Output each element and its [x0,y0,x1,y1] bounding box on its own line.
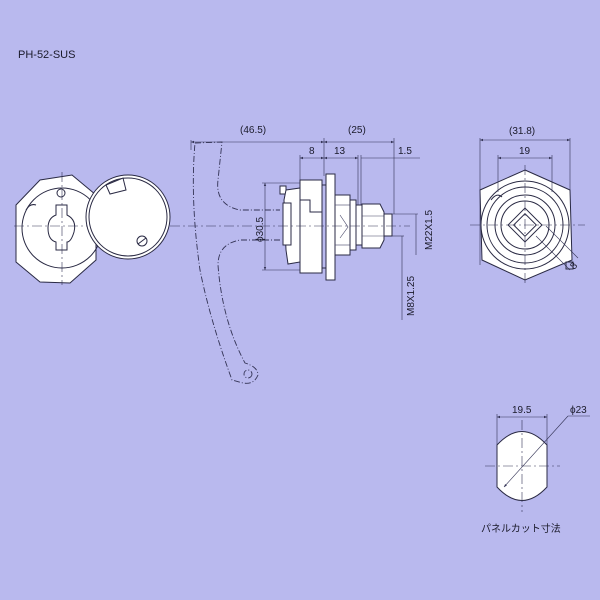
flange [325,173,336,281]
washer [349,199,357,251]
dim-overall: (46.5) [240,125,266,136]
panel-cut-label: パネルカット寸法 [481,522,561,535]
panel-nut [334,194,351,256]
lock-washer [355,204,363,246]
handle-top [194,141,280,211]
dim-13: 13 [334,146,346,157]
panel-cut-view: 19.5 ϕ23 パネルカット寸法 [481,405,590,535]
handle-body [192,142,280,384]
front-view [14,172,171,285]
dim-square: 8 [568,260,580,272]
side-view: (46.5) (25) 8 13 1.5 ϕ30.5 M22X1.5 M8X1.… [170,125,435,384]
panel-diameter: ϕ23 [570,405,587,416]
knob-face [282,202,292,246]
dim-rear-overall: (31.8) [509,126,535,137]
model-title: PH-52-SUS [18,49,75,61]
dim-rear-inner: 19 [519,146,531,157]
rear-view: 8 (31.8) 19 [470,126,585,285]
shaft-tip [383,213,393,237]
cover-tab [105,177,127,195]
keyhole [47,204,76,251]
dim-1-5: 1.5 [398,146,412,157]
dim-8: 8 [309,146,315,157]
dim-diameter: ϕ30.5 [255,216,266,242]
main-body [299,179,323,274]
dim-body: (25) [348,125,366,136]
thread-m8: M8X1.25 [406,276,417,316]
dust-cover [85,174,171,260]
top-hole [56,188,66,198]
panel-width: 19.5 [512,405,532,416]
thread-m22: M22X1.5 [424,210,435,250]
